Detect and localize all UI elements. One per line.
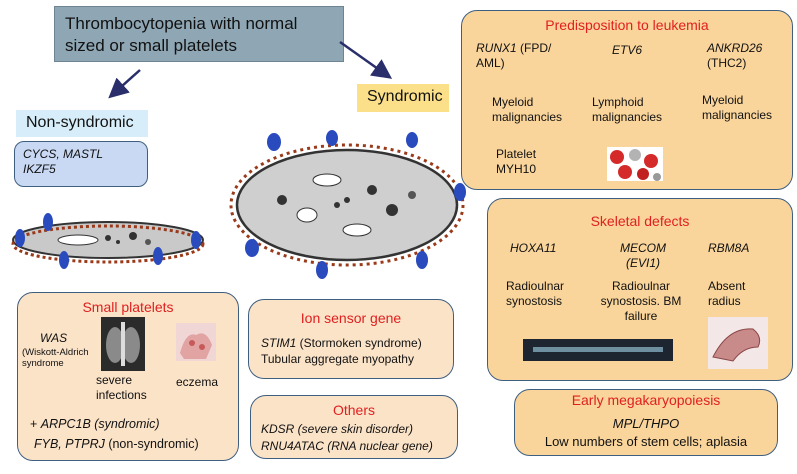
arm-photo-image: [708, 317, 768, 369]
myeloid-malignancies-1: Myeloid malignancies: [492, 95, 563, 124]
ion-sensor-box: Ion sensor gene STIM1 (Stormoken syndrom…: [248, 299, 454, 379]
lymphoid-malignancies: Lymphoid malignancies: [592, 95, 663, 124]
runx1-gene: RUNX1 (FPD/ AML): [476, 41, 552, 70]
etv6-gene: ETV6: [611, 43, 642, 57]
tubular-line: Tubular aggregate myopathy: [261, 352, 414, 366]
chest-xray-image: [101, 317, 145, 371]
radioulnar-synostosis-1: Radioulnar synostosis: [506, 279, 565, 308]
arrow-left: [108, 69, 141, 99]
arrow-right: [339, 40, 393, 79]
syndromic-label: Syndromic: [357, 84, 449, 112]
leukemia-header: Predisposition to leukemia: [545, 17, 709, 33]
low-stem-cells: Low numbers of stem cells; aplasia: [544, 434, 748, 449]
small-platelets-box: Small platelets WAS (Wiskott-Aldrich syn…: [17, 292, 239, 461]
ankrd26-gene: ANKRD26(THC2): [707, 41, 763, 70]
non-syndromic-genes: CYCS, MASTL IKZF5: [23, 147, 103, 176]
rnu4atac-line: RNU4ATAC (RNA nuclear gene): [261, 439, 433, 453]
myeloid-malignancies-2: Myeloid malignancies: [702, 93, 773, 122]
mecom-gene: MECOM (EVI1): [620, 241, 666, 270]
eczema-image: [176, 323, 216, 361]
xray-forearm-image: [523, 339, 673, 361]
platelet-myh10: Platelet MYH10: [496, 147, 537, 176]
mpl-thpo: MPL/THPO: [612, 416, 680, 431]
absent-radius: Absent radius: [708, 279, 746, 308]
skeletal-header: Skeletal defects: [590, 213, 690, 229]
small-platelets-header: Small platelets: [82, 299, 174, 315]
leukemia-box: Predisposition to leukemia RUNX1 (FPD/ A…: [461, 10, 793, 190]
rbm8a-gene: RBM8A: [708, 241, 750, 255]
was-note: (Wiskott-Aldrich syndrome: [22, 347, 89, 369]
severe-infections: severe infections: [96, 373, 147, 402]
fyb-line: FYB, PTPRJ (non-syndromic): [34, 437, 199, 451]
eczema-label: eczema: [176, 375, 219, 389]
others-header: Others: [332, 402, 375, 418]
hoxa11-gene: HOXA11: [510, 241, 557, 255]
skeletal-box: Skeletal defects HOXA11 MECOM (EVI1) RBM…: [487, 198, 793, 381]
small-platelet-illustration: [11, 213, 205, 269]
arpc1b-line: + ARPC1B (syndromic): [30, 417, 160, 431]
non-syndromic-label: Non-syndromic: [16, 110, 148, 137]
normal-platelet-illustration: [229, 130, 466, 279]
radioulnar-synostosis-2: Radioulnar synostosis. BM failure: [600, 279, 682, 323]
was-gene: WAS: [40, 331, 68, 345]
megakaryopoiesis-header: Early megakaryopoiesis: [571, 392, 721, 408]
stim1-line: STIM1 (Stormoken syndrome): [261, 336, 422, 350]
others-box: Others KDSR (severe skin disorder) RNU4A…: [250, 395, 458, 459]
ion-sensor-header: Ion sensor gene: [300, 310, 402, 326]
title-box: Thrombocytopenia with normal sized or sm…: [54, 6, 344, 62]
red-cells-image: [607, 147, 663, 181]
megakaryopoiesis-box: Early megakaryopoiesis MPL/THPO Low numb…: [514, 389, 778, 456]
title-text: Thrombocytopenia with normal sized or sm…: [65, 14, 298, 55]
non-syndromic-genes-box: CYCS, MASTL IKZF5: [14, 141, 148, 187]
kdsr-line: KDSR (severe skin disorder): [261, 422, 414, 436]
